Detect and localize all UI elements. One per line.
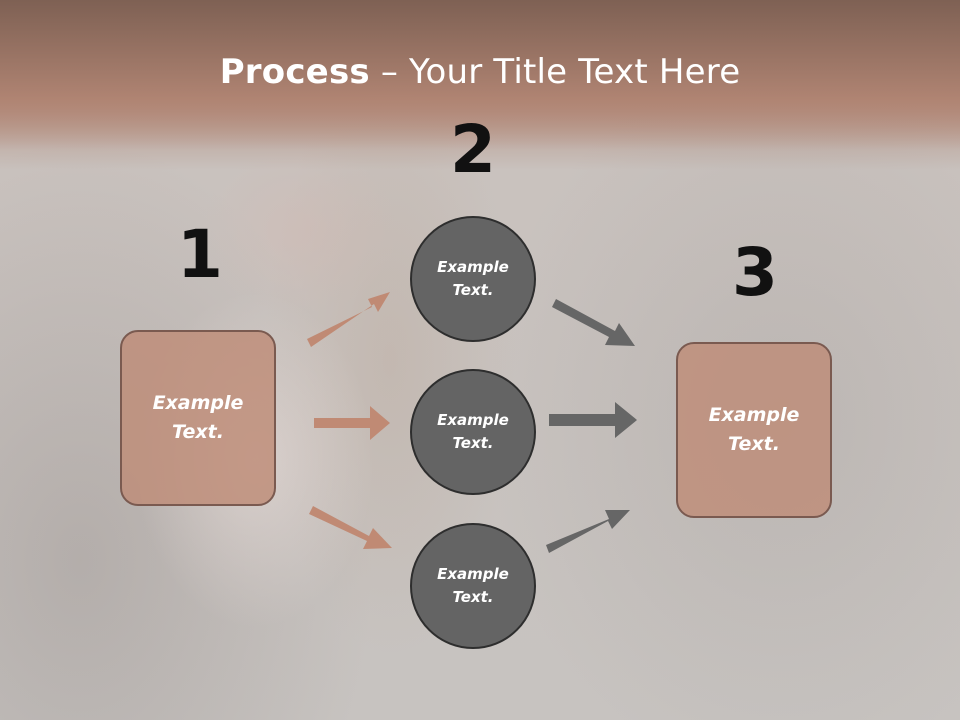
arrow-top-to-right	[552, 299, 635, 346]
left-process-box: Example Text.	[120, 330, 276, 506]
arrow-left-to-middle	[314, 406, 390, 440]
circle-bottom-text: Example Text.	[437, 565, 509, 606]
circle-middle-text: Example Text.	[437, 411, 509, 452]
process-circle-top: Example Text.	[410, 216, 536, 342]
process-circle-middle: Example Text.	[410, 369, 536, 495]
arrow-bottom-to-right	[546, 510, 630, 553]
step-number-1: 1	[177, 216, 223, 293]
right-process-box: Example Text.	[676, 342, 832, 518]
title-band	[0, 0, 960, 150]
title-bold: Process	[219, 52, 370, 92]
arrow-middle-to-right	[549, 402, 637, 438]
slide-title: Process – Your Title Text Here	[0, 52, 960, 92]
arrow-left-to-bottom	[309, 506, 392, 549]
title-rest: – Your Title Text Here	[369, 52, 741, 92]
left-box-text: Example Text.	[152, 392, 244, 443]
step-number-3: 3	[732, 234, 778, 311]
circle-top-text: Example Text.	[437, 258, 509, 299]
arrow-left-to-top	[307, 292, 390, 347]
process-circle-bottom: Example Text.	[410, 523, 536, 649]
right-box-text: Example Text.	[708, 404, 800, 455]
step-number-2: 2	[450, 111, 496, 188]
